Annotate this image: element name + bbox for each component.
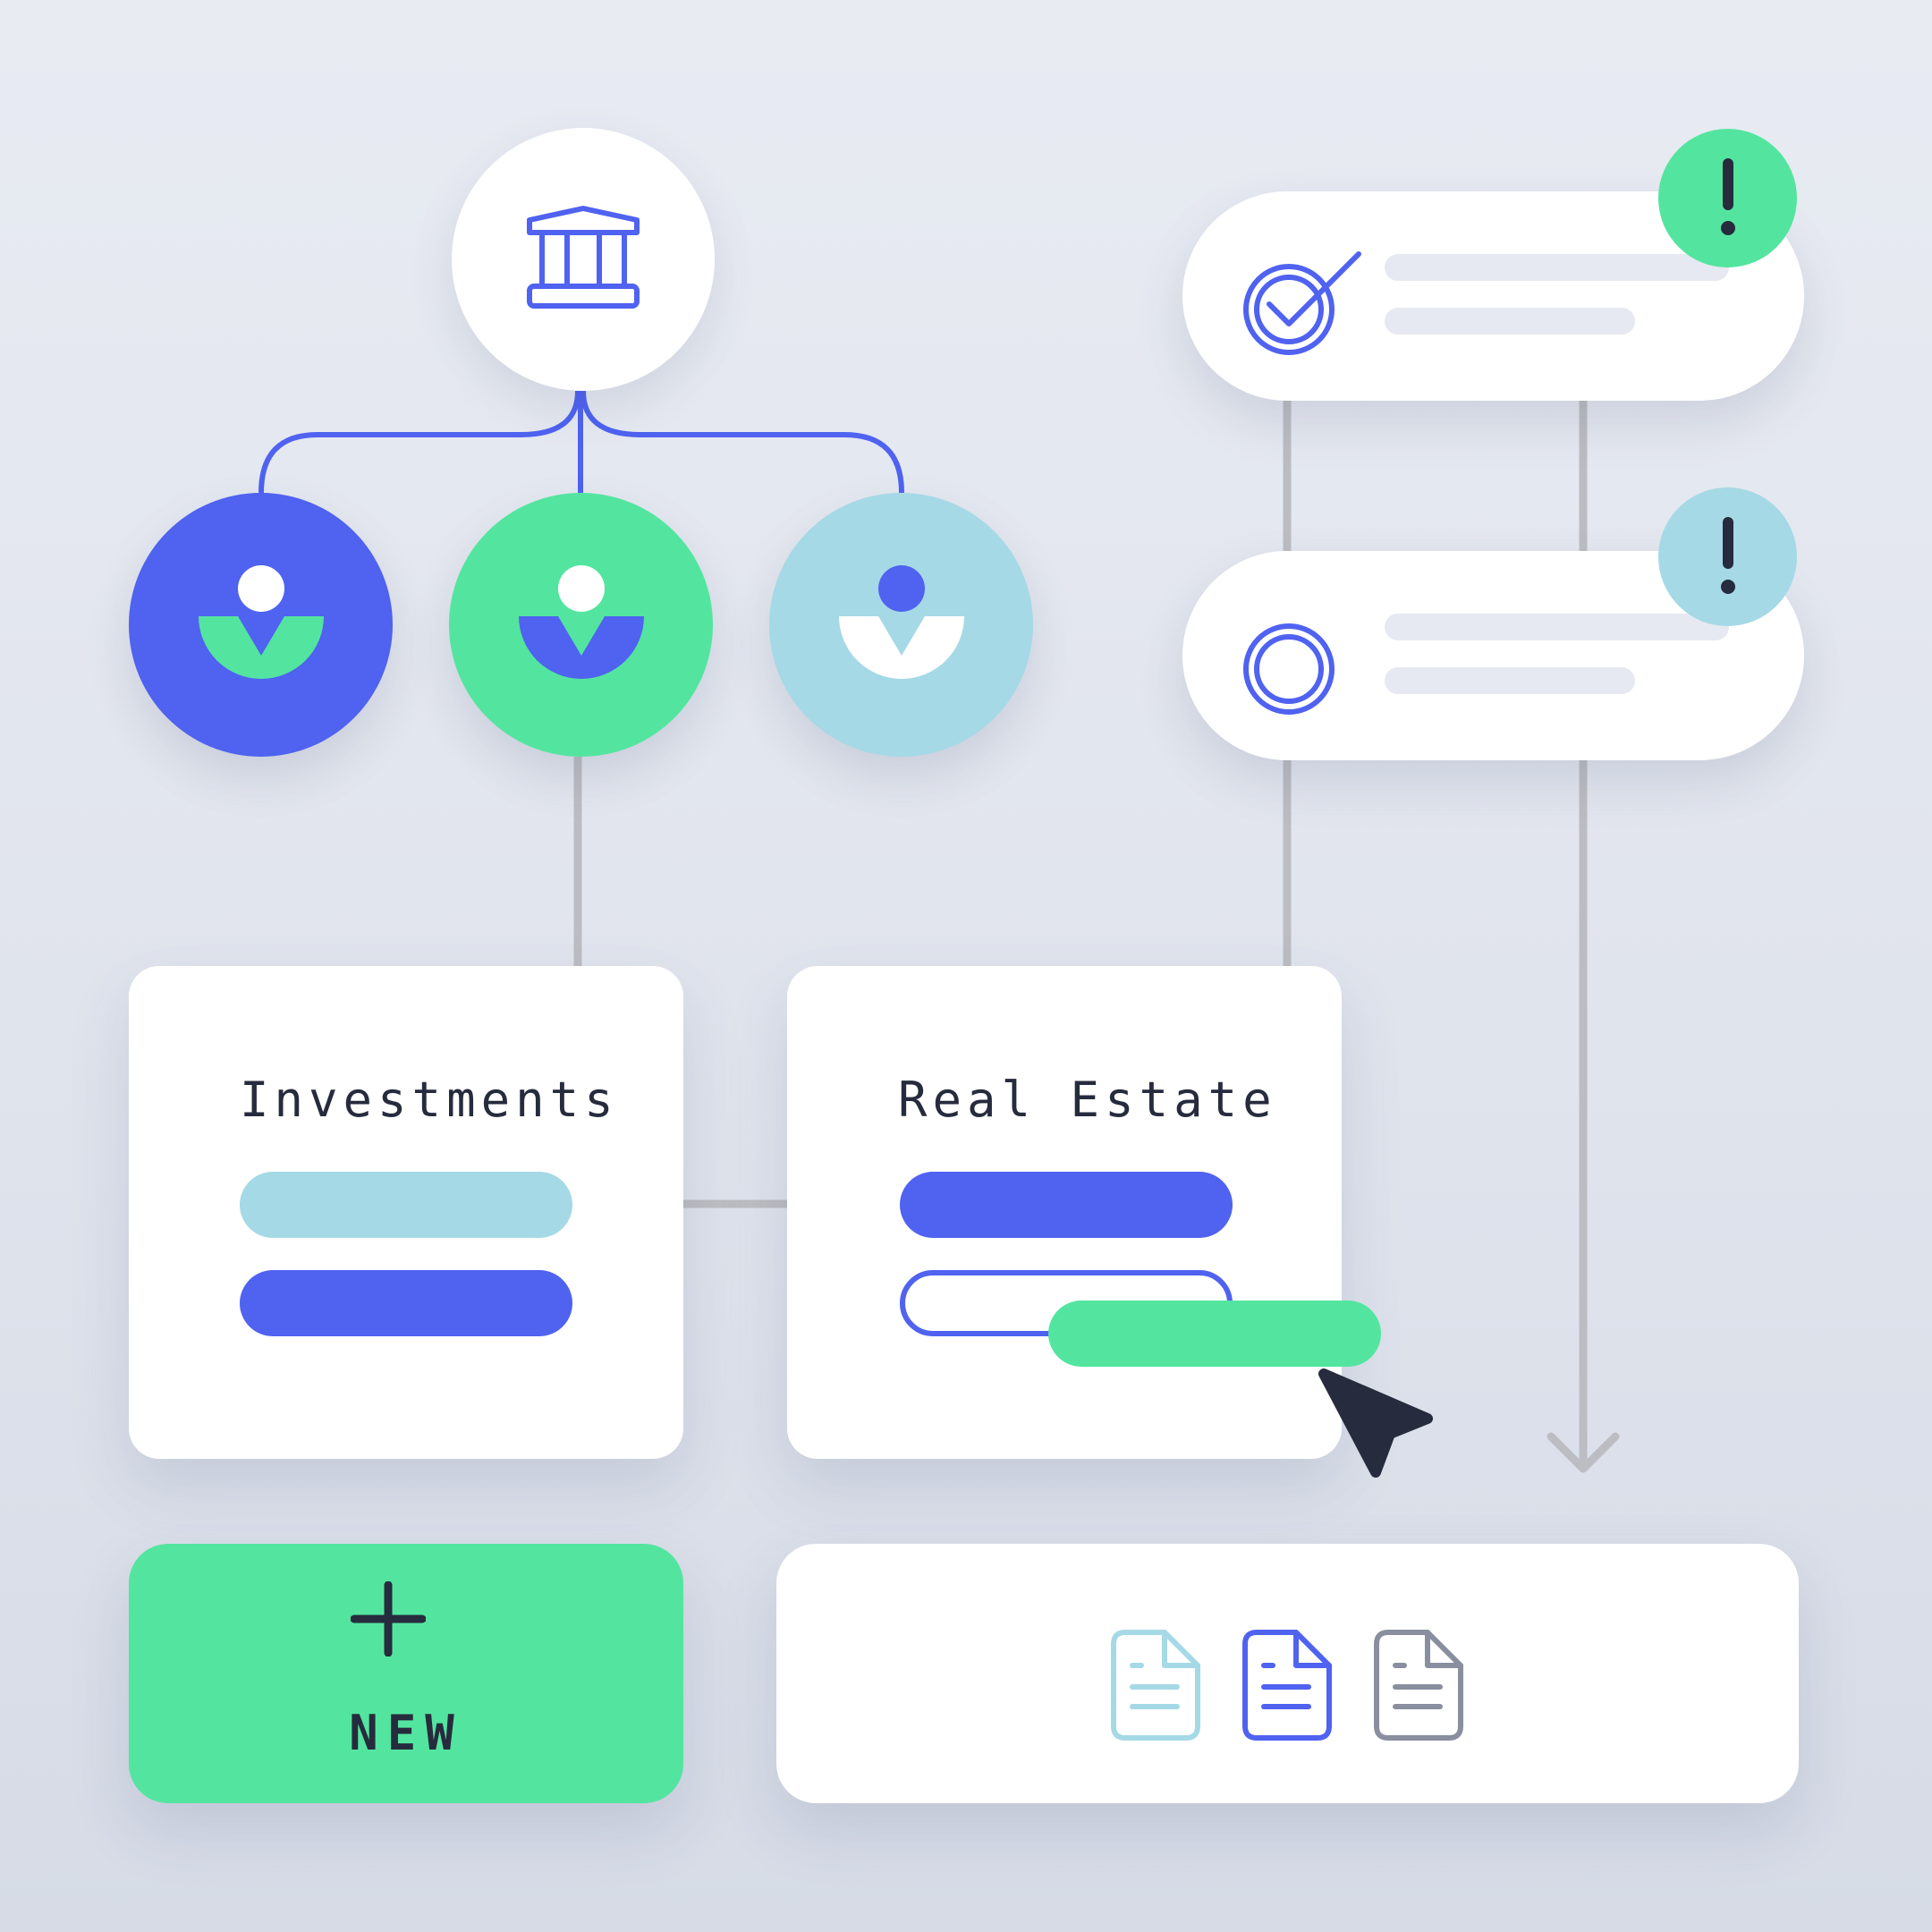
document-icon[interactable] — [1374, 1630, 1463, 1741]
task-line — [1385, 667, 1635, 694]
cursor-arrow-icon — [1318, 1368, 1433, 1478]
task-line — [1385, 308, 1635, 335]
document-icon[interactable] — [1111, 1630, 1200, 1741]
member-node-3[interactable] — [769, 493, 1033, 757]
new-button[interactable]: NEW — [129, 1544, 683, 1803]
task-line — [1385, 254, 1729, 281]
real-estate-card[interactable]: Real Estate — [787, 966, 1342, 1459]
investments-bar-1 — [240, 1172, 572, 1238]
exclamation-icon — [1720, 516, 1735, 594]
alert-badge-2[interactable] — [1658, 487, 1797, 626]
person-icon — [198, 564, 324, 679]
exclamation-icon — [1720, 157, 1735, 235]
card-title: Real Estate — [898, 1072, 1277, 1128]
investments-bar-2 — [240, 1270, 572, 1336]
card-title: Investments — [240, 1072, 619, 1128]
alert-badge-1[interactable] — [1658, 129, 1797, 267]
document-icon[interactable] — [1242, 1630, 1332, 1741]
plus-icon — [351, 1581, 426, 1657]
bank-icon — [527, 206, 640, 309]
member-node-1[interactable] — [129, 493, 393, 757]
real-estate-bar-1 — [900, 1172, 1233, 1238]
documents-panel — [776, 1544, 1799, 1803]
member-node-2[interactable] — [449, 493, 713, 757]
dragged-bar[interactable] — [1048, 1301, 1381, 1367]
empty-circle-icon[interactable] — [1241, 605, 1367, 721]
check-circle-icon[interactable] — [1241, 245, 1367, 361]
new-button-label: NEW — [349, 1705, 463, 1761]
task-line — [1385, 614, 1729, 640]
person-icon — [838, 564, 964, 679]
person-icon — [518, 564, 644, 679]
investments-card[interactable]: Investments — [129, 966, 683, 1459]
bank-node[interactable] — [452, 128, 715, 391]
